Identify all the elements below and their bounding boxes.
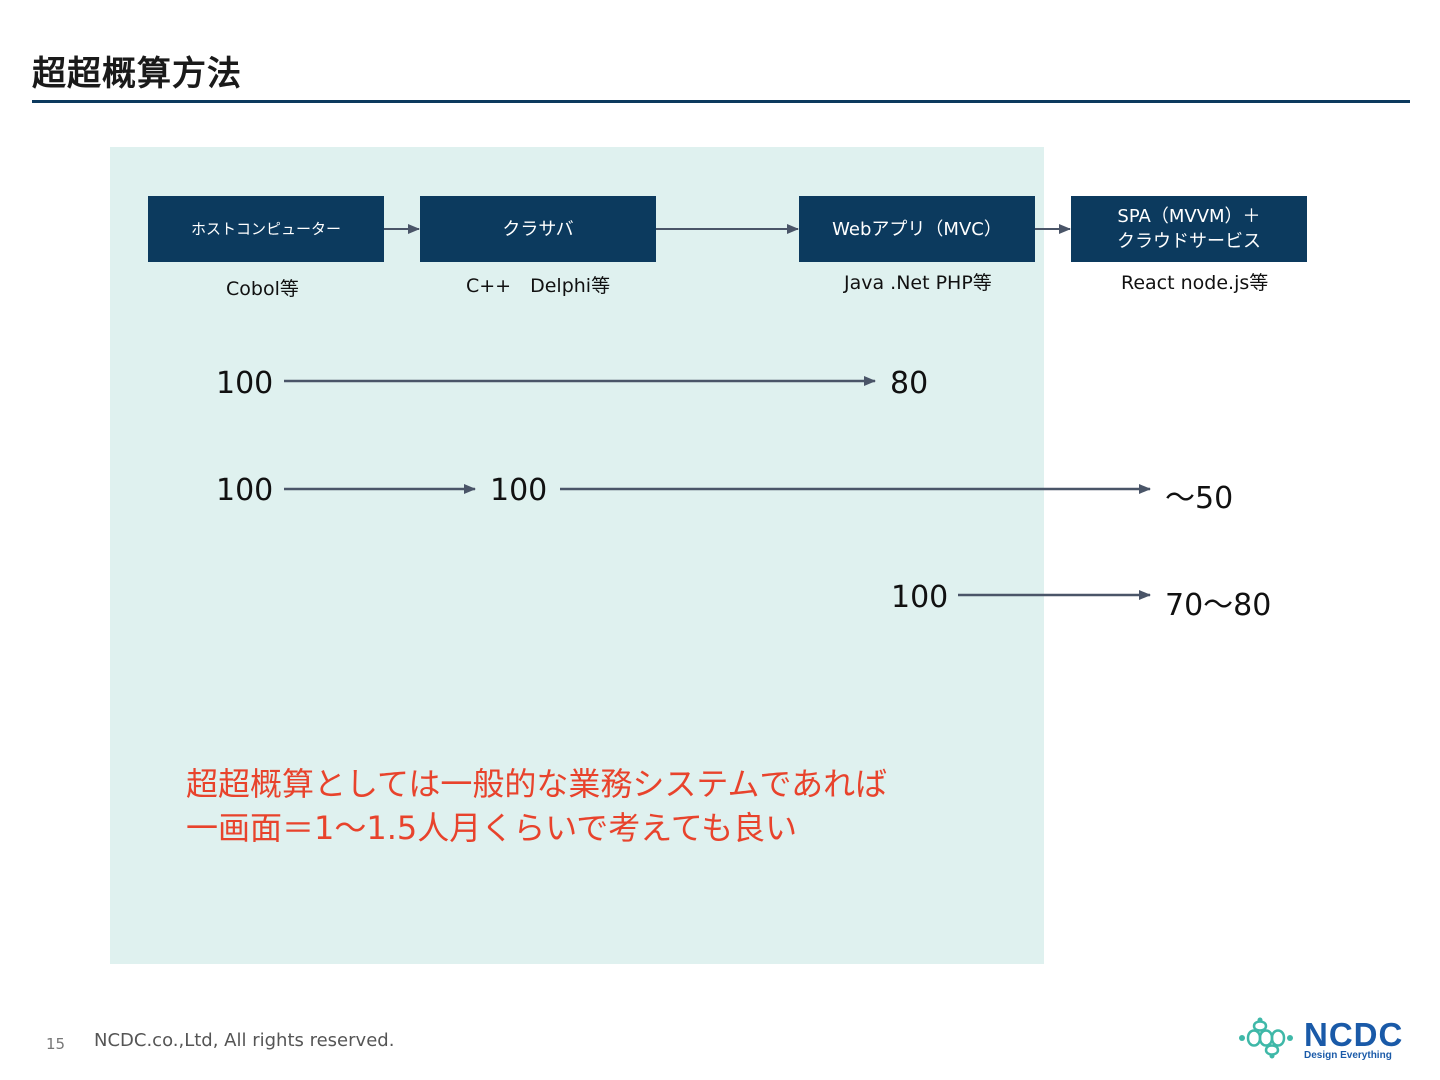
row2-to-value: 〜50 <box>1165 481 1234 516</box>
row2-mid-value: 100 <box>490 473 548 508</box>
era-tech-spa-cloud: React node.js等 <box>1121 272 1269 294</box>
row3-to-value: 70〜80 <box>1165 588 1272 623</box>
copyright-text: NCDC.co.,Ltd, All rights reserved. <box>94 1030 395 1051</box>
era-tech-host: Cobol等 <box>226 278 299 300</box>
row1-from-value: 100 <box>216 366 274 401</box>
slide-title: 超超概算方法 <box>32 54 242 94</box>
era-box-web-app: Webアプリ（MVC） <box>799 196 1035 262</box>
note-line-1: 超超概算としては一般的な業務システムであれば <box>186 765 888 803</box>
era-box-client-server: クラサバ <box>420 196 656 262</box>
era-tech-web-app: Java .Net PHP等 <box>844 272 992 294</box>
title-divider <box>32 100 1410 103</box>
ncdc-logo: NCDC Design Everything <box>1238 1016 1414 1064</box>
estimation-note: 超超概算としては一般的な業務システムであれば 一画面＝1〜1.5人月くらいで考え… <box>186 762 887 850</box>
era-label: クラサバ <box>502 218 574 240</box>
row2-from-value: 100 <box>216 473 274 508</box>
era-label-line2: クラウドサービス <box>1117 231 1261 252</box>
era-label: ホストコンピューター <box>190 219 341 238</box>
highlight-panel <box>110 147 1044 964</box>
row3-from-value: 100 <box>891 580 949 615</box>
note-line-2: 一画面＝1〜1.5人月くらいで考えても良い <box>186 809 798 847</box>
era-label-line1: SPA（MVVM）＋ <box>1117 206 1261 227</box>
era-tech-client-server: C++ Delphi等 <box>466 275 611 297</box>
page-number: 15 <box>46 1035 66 1053</box>
era-box-host: ホストコンピューター <box>148 196 384 262</box>
logo-mark-icon <box>1239 1017 1293 1059</box>
logo-wordmark: NCDC <box>1304 1016 1404 1053</box>
logo-tagline: Design Everything <box>1304 1050 1392 1061</box>
row1-to-value: 80 <box>890 366 929 401</box>
era-label: Webアプリ（MVC） <box>832 218 1002 240</box>
era-box-spa-cloud: SPA（MVVM）＋ クラウドサービス <box>1071 196 1307 262</box>
